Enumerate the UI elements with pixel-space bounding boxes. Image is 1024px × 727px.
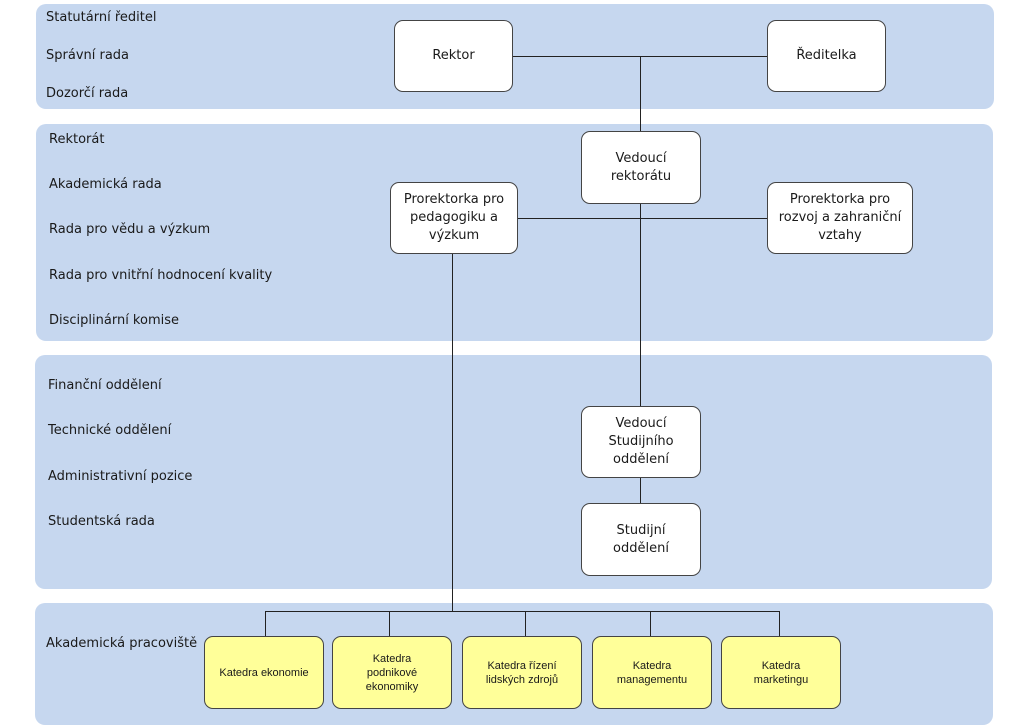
- connector-katedra-1: [265, 611, 266, 637]
- label-rada-veda-vyzkum: Rada pro vědu a výzkum: [49, 222, 211, 237]
- connector-katedra-3: [525, 611, 526, 637]
- connector-katedry-bus: [265, 611, 780, 612]
- label-akademicka-pracoviste: Akademická pracoviště: [46, 636, 198, 651]
- node-katedra-podnikove-ekonomiky: Katedra podnikové ekonomiky: [332, 636, 452, 709]
- label-rada-hodnoceni-kvality: Rada pro vnitřní hodnocení kvality: [49, 268, 273, 283]
- label-administrativni-pozice: Administrativní pozice: [48, 469, 193, 484]
- label-financni-oddeleni: Finanční oddělení: [48, 378, 162, 393]
- band-departments: [35, 355, 992, 589]
- node-rektor: Rektor: [394, 20, 513, 92]
- connector-vedouci-to-studijni: [640, 203, 641, 407]
- label-dozorci-rada: Dozorčí rada: [46, 86, 129, 101]
- label-statutarni-reditel: Statutární ředitel: [46, 10, 157, 25]
- connector-katedra-2: [389, 611, 390, 637]
- node-reditelka: Ředitelka: [767, 20, 886, 92]
- node-studijni-oddeleni: Studijní oddělení: [581, 503, 701, 576]
- node-katedra-ekonomie: Katedra ekonomie: [204, 636, 324, 709]
- label-akademicka-rada: Akademická rada: [49, 177, 162, 192]
- label-studentska-rada: Studentská rada: [48, 514, 155, 529]
- label-spravni-rada: Správní rada: [46, 48, 130, 63]
- label-technicke-oddeleni: Technické oddělení: [48, 423, 172, 438]
- label-rektorat: Rektorát: [49, 132, 105, 147]
- connector-prorektorky: [517, 218, 768, 219]
- connector-katedra-5: [779, 611, 780, 637]
- connector-prorektorka-to-katedry: [452, 254, 453, 611]
- node-katedra-rizeni-lidskych-zdroju: Katedra řízení lidských zdrojů: [462, 636, 582, 709]
- connector-katedra-4: [650, 611, 651, 637]
- connector-studijni-link: [640, 478, 641, 504]
- node-prorektorka-pedagogika: Prorektorka pro pedagogiku a výzkum: [390, 182, 518, 254]
- node-prorektorka-rozvoj: Prorektorka pro rozvoj a zahraniční vzta…: [767, 182, 913, 254]
- node-vedouci-rektoratu: Vedoucí rektorátu: [581, 131, 701, 204]
- node-vedouci-studijniho: Vedoucí Studijního oddělení: [581, 406, 701, 478]
- node-katedra-managementu: Katedra managementu: [592, 636, 712, 709]
- connector-top-to-vedouci: [640, 56, 641, 132]
- label-disciplinarni-komise: Disciplinární komise: [49, 313, 179, 328]
- node-katedra-marketingu: Katedra marketingu: [721, 636, 841, 709]
